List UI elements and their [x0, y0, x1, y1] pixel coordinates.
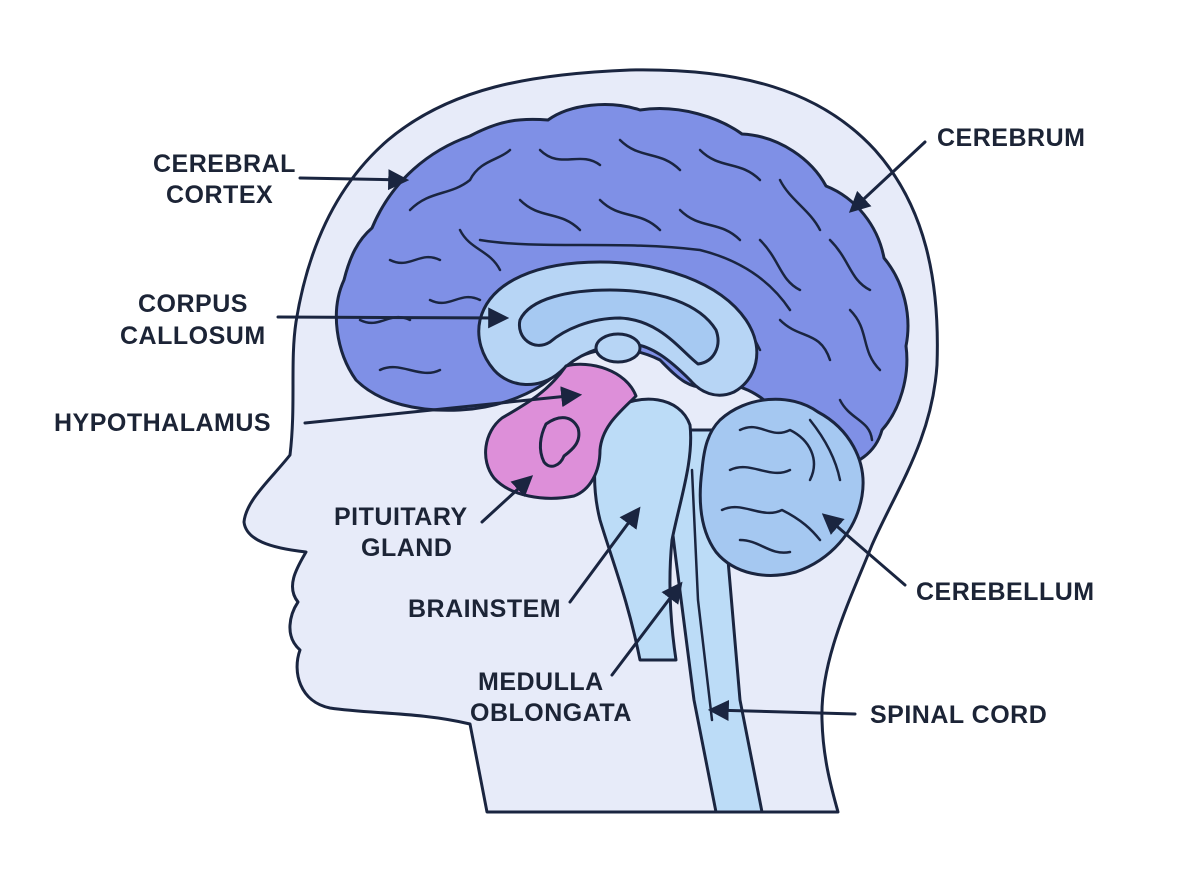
- label-corpus-callosum: CORPUS CALLOSUM: [120, 290, 266, 350]
- label-cerebral-cortex: CEREBRAL CORTEX: [153, 150, 303, 209]
- label-brainstem: BRAINSTEM: [408, 595, 561, 623]
- cerebral-gyri: [358, 138, 882, 442]
- corpus-callosum-inner: [517, 288, 720, 366]
- label-cerebellum: CEREBELLUM: [916, 578, 1095, 606]
- corpus-callosum: [477, 260, 759, 397]
- thalamus: [594, 332, 642, 364]
- label-pituitary-gland: PITUITARY GLAND: [334, 503, 475, 562]
- cerebellum-folia: [720, 418, 842, 554]
- label-hypothalamus: HYPOTHALAMUS: [54, 409, 271, 437]
- label-cerebrum: CEREBRUM: [937, 124, 1085, 152]
- label-medulla-oblongata: MEDULLA OBLONGATA: [470, 668, 632, 727]
- pointer-arrows: [276, 140, 927, 721]
- pituitary-gland: [538, 416, 581, 468]
- label-spinal-cord: SPINAL CORD: [870, 701, 1047, 729]
